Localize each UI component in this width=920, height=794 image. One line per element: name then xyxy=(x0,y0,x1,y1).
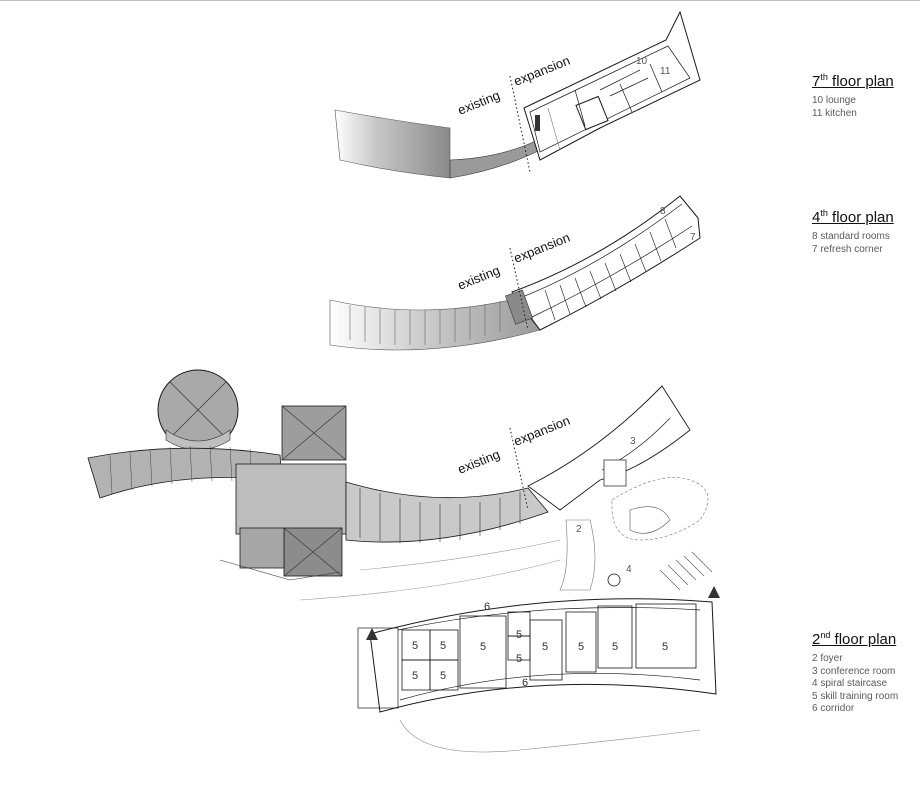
legend-7th-floor: 7th floor plan 10 lounge 11 kitchen xyxy=(812,72,894,120)
room-number-5: 5 xyxy=(480,641,486,653)
expansion-label-4th: expansion xyxy=(512,230,573,266)
room-number-6: 6 xyxy=(522,677,528,689)
room-number-5: 5 xyxy=(440,640,446,652)
fourth-floor-plan: 8 7 existing expansion xyxy=(329,195,701,351)
legend-item: 3 conference room xyxy=(812,665,896,677)
room-number-2: 2 xyxy=(576,524,582,535)
seventh-existing-curve xyxy=(449,139,541,179)
legend-item: 10 lounge xyxy=(812,95,856,106)
legend-item: 2 foyer xyxy=(812,653,843,664)
room-number-5: 5 xyxy=(412,670,418,682)
room-number-7: 7 xyxy=(690,232,696,243)
legend-title-4th: 4th floor plan xyxy=(812,208,894,226)
existing-label-2nd: existing xyxy=(456,446,502,476)
legend-title-7th: 7th floor plan xyxy=(812,72,894,90)
room-number-3: 3 xyxy=(630,436,636,447)
fourth-existing-wing xyxy=(329,299,541,351)
legend-item: 4 spiral staircase xyxy=(812,678,888,690)
fourth-expansion-wing xyxy=(511,195,701,331)
training-rooms-block xyxy=(369,598,717,713)
expansion-north-wing xyxy=(527,385,691,511)
seventh-floor-plan: 10 11 existing expansion xyxy=(334,10,701,179)
existing-curved-wing xyxy=(345,481,549,543)
legend-item: 6 corridor xyxy=(812,703,855,715)
seventh-existing-wing xyxy=(334,109,451,179)
legend-title-2nd: 2nd floor plan xyxy=(812,630,897,648)
room-number-5: 5 xyxy=(542,641,548,653)
legend-item: 7 refresh corner xyxy=(812,243,883,255)
room-number-8: 8 xyxy=(660,206,666,217)
room-number-5: 5 xyxy=(612,641,618,653)
top-rule xyxy=(0,0,920,1)
room-number-4: 4 xyxy=(626,564,632,575)
room-number-5: 5 xyxy=(578,641,584,653)
room-number-6: 6 xyxy=(484,601,490,613)
existing-label-4th: existing xyxy=(456,262,502,292)
room-number-5: 5 xyxy=(440,670,446,682)
room-number-10: 10 xyxy=(636,56,648,67)
legend-item: 8 standard rooms xyxy=(812,231,890,242)
legend-4th-floor: 4th floor plan 8 standard rooms 7 refres… xyxy=(812,208,894,256)
legend-item: 11 kitchen xyxy=(812,107,857,119)
legend-2nd-floor: 2nd floor plan 2 foyer 3 conference room… xyxy=(812,630,898,716)
second-floor-plan: 3 2 4 5 5 5 xyxy=(87,369,720,753)
expansion-label-7th: expansion xyxy=(512,53,573,89)
room-number-5: 5 xyxy=(662,641,668,653)
legend-item: 5 skill training room xyxy=(812,690,899,702)
room-number-11: 11 xyxy=(660,66,671,77)
expansion-label-2nd: expansion xyxy=(512,413,573,449)
room-number-5: 5 xyxy=(516,653,522,665)
existing-label-7th: existing xyxy=(456,87,502,117)
room-number-5: 5 xyxy=(516,629,522,641)
seventh-expansion-wing xyxy=(523,10,701,161)
room-number-5: 5 xyxy=(412,640,418,652)
